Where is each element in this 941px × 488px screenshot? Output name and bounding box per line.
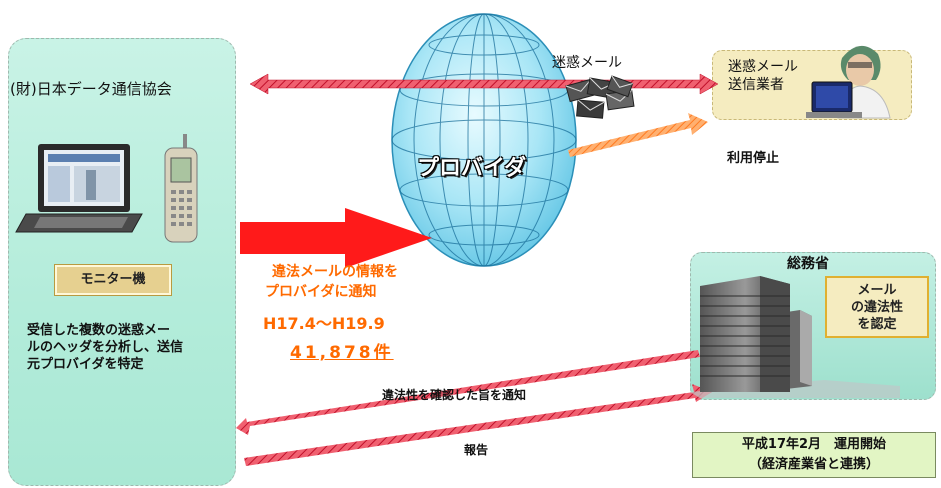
- spam-sender-label: 迷惑メール 送信業者: [728, 58, 798, 94]
- envelopes-icon: [565, 75, 635, 119]
- mobile-phone-icon: [164, 134, 198, 243]
- provider-label: プロバイダ: [417, 156, 527, 181]
- spam-label: 迷惑メール: [552, 55, 622, 71]
- report-arrow: [244, 384, 712, 466]
- launch-line: （経済産業省と連携）: [748, 457, 879, 472]
- monitor-label: モニター機: [55, 265, 171, 295]
- person-at-computer-icon: [806, 45, 891, 119]
- data-association-panel: [8, 38, 236, 486]
- ministry-label: 総務省: [787, 256, 829, 272]
- launch-box: 平成17年2月 運用開始 （経済産業省と連携）: [692, 432, 936, 478]
- legality-box: メール の違法性 を認定: [825, 276, 929, 338]
- notify-provider-text: 違法メールの情報を プロバイダに通知: [263, 262, 398, 302]
- notify-count: 41,878件: [290, 343, 394, 363]
- notify-provider-arrow: [240, 208, 432, 268]
- notify-period: H17.4～H19.9: [263, 314, 385, 333]
- launch-line: 平成17年2月 運用開始: [741, 437, 887, 452]
- report-label: 報告: [464, 443, 489, 457]
- globe-icon: [391, 13, 577, 267]
- stop-use-arrow: [568, 113, 708, 157]
- org-name: (財)日本データ通信協会: [10, 80, 172, 98]
- legality-line: メール: [857, 283, 897, 298]
- laptop-icon: [15, 144, 143, 233]
- notify-line: 違法メールの情報を: [272, 264, 398, 280]
- notify-line: プロバイダに通知: [265, 284, 377, 300]
- association-sender-arrow: [249, 73, 719, 95]
- stop-use-label: 利用停止: [727, 151, 780, 166]
- confirm-notice-label: 違法性を確認した旨を通知: [382, 388, 527, 402]
- analysis-line: 受信した複数の迷惑メー: [27, 323, 171, 338]
- analysis-line: ルのヘッダを分析し、送信: [27, 340, 184, 355]
- legality-line: を認定: [857, 317, 897, 332]
- sender-line: 送信業者: [728, 77, 784, 93]
- analysis-text: 受信した複数の迷惑メー ルのヘッダを分析し、送信 元プロバイダを特定: [27, 322, 227, 373]
- legality-line: の違法性: [850, 300, 903, 315]
- sender-line: 迷惑メール: [728, 59, 798, 75]
- analysis-line: 元プロバイダを特定: [27, 357, 144, 372]
- confirm-notice-arrow: [236, 350, 700, 435]
- office-building-icon: [690, 276, 900, 398]
